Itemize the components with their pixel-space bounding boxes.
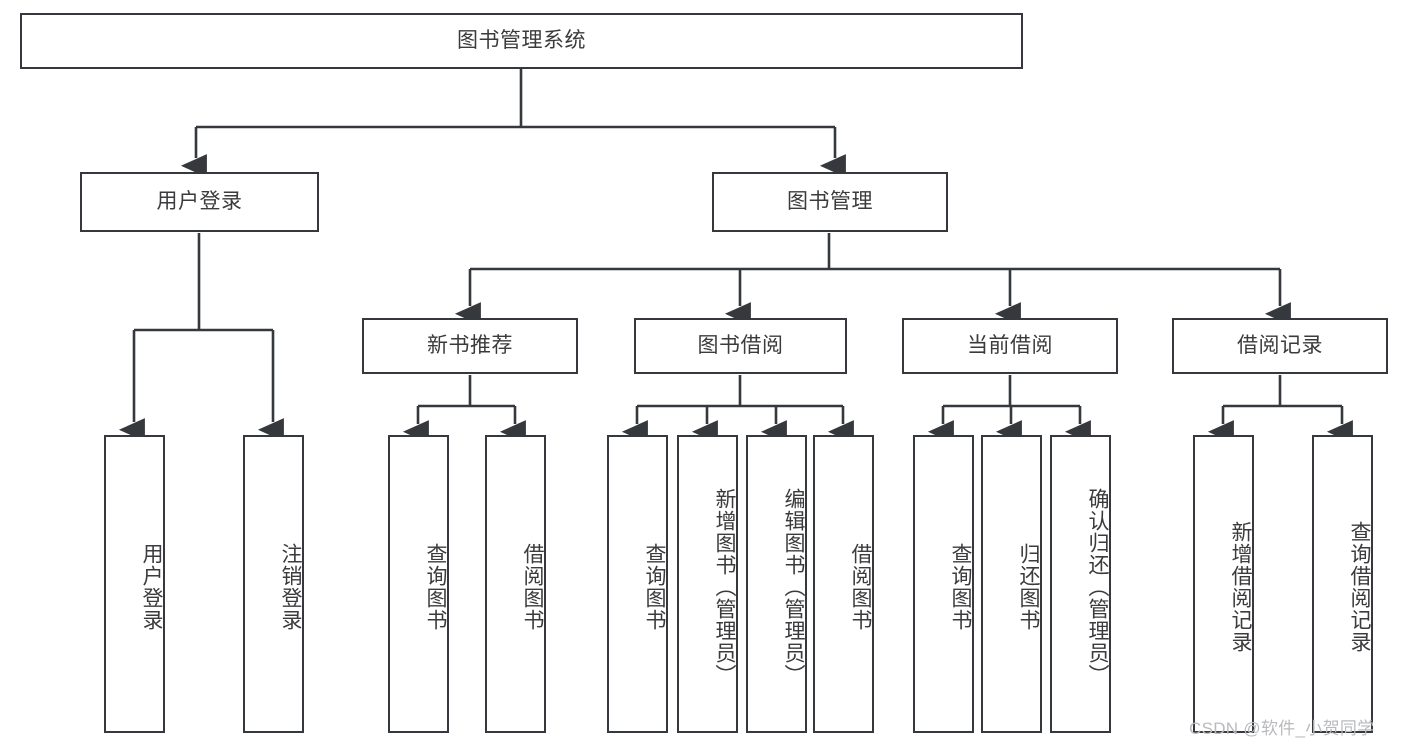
node-borrow-record[interactable]: 借阅记录	[1172, 318, 1388, 374]
node-current-borrow[interactable]: 当前借阅	[902, 318, 1118, 374]
node-label: 确认归还（管理员）	[1086, 488, 1109, 686]
leaf-recommend-borrow-book[interactable]: 借阅图书	[485, 435, 546, 733]
node-label: 借阅图书	[521, 543, 544, 631]
leaf-current-query-book[interactable]: 查询图书	[913, 435, 974, 733]
leaf-current-return-book[interactable]: 归还图书	[981, 435, 1042, 733]
node-label: 新增借阅记录	[1229, 521, 1252, 653]
leaf-borrow-add-book-admin[interactable]: 新增图书（管理员）	[677, 435, 738, 733]
node-label: 新书推荐	[427, 333, 513, 357]
node-new-book-recommend[interactable]: 新书推荐	[362, 318, 578, 374]
leaf-borrow-query-book[interactable]: 查询图书	[607, 435, 668, 733]
leaf-borrow-edit-book-admin[interactable]: 编辑图书（管理员）	[746, 435, 807, 733]
node-label: 查询图书	[424, 543, 447, 631]
node-label: 用户登录	[156, 189, 243, 213]
leaf-current-confirm-return-admin[interactable]: 确认归还（管理员）	[1050, 435, 1111, 733]
leaf-user-login-login[interactable]: 用户登录	[104, 435, 165, 733]
node-label: 当前借阅	[967, 333, 1053, 357]
leaf-recommend-query-book[interactable]: 查询图书	[388, 435, 449, 733]
node-book-management[interactable]: 图书管理	[712, 172, 948, 232]
node-label: 借阅记录	[1237, 333, 1323, 357]
node-label: 查询图书	[949, 543, 972, 631]
node-book-borrow[interactable]: 图书借阅	[634, 318, 847, 374]
node-label: 查询借阅记录	[1348, 521, 1371, 653]
node-label: 新增图书（管理员）	[713, 488, 736, 686]
node-root-system[interactable]: 图书管理系统	[20, 13, 1023, 69]
node-label: 注销登录	[279, 543, 302, 631]
node-label: 归还图书	[1017, 543, 1040, 631]
leaf-record-query-record[interactable]: 查询借阅记录	[1312, 435, 1373, 733]
node-label: 图书管理	[787, 189, 873, 213]
node-label: 用户登录	[140, 543, 163, 631]
node-label: 借阅图书	[849, 543, 872, 631]
node-label: 图书管理系统	[457, 28, 586, 52]
node-label: 图书借阅	[697, 333, 784, 357]
leaf-user-login-logout[interactable]: 注销登录	[243, 435, 304, 733]
leaf-borrow-borrow-book[interactable]: 借阅图书	[813, 435, 874, 733]
node-label: 查询图书	[643, 543, 666, 631]
node-label: 编辑图书（管理员）	[782, 488, 805, 686]
node-user-login[interactable]: 用户登录	[80, 172, 319, 232]
watermark-text: CSDN @软件_小贺同学	[1189, 719, 1375, 738]
leaf-record-add-record[interactable]: 新增借阅记录	[1193, 435, 1254, 733]
